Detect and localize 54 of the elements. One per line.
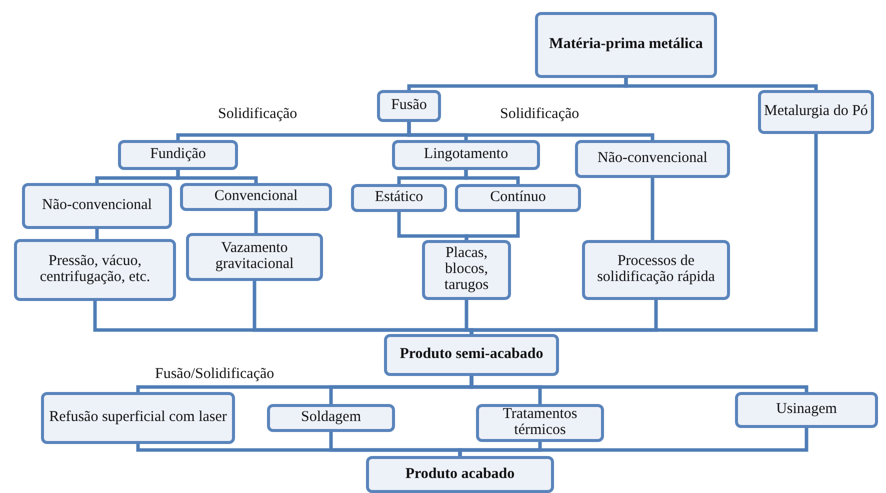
box-text: Usinagem: [776, 402, 837, 418]
box-text: Estático: [374, 190, 424, 206]
box-text: Metalurgia do Pó: [764, 104, 868, 120]
connector-line: [95, 229, 99, 239]
box-text: Fusão: [391, 98, 427, 114]
box-text: Vazamento gravitacional: [214, 241, 295, 273]
box-text: Não-convencional: [42, 198, 152, 214]
box-text: Pressão, vácuo, centrifugação, etc.: [38, 254, 152, 286]
connector-line: [176, 170, 258, 183]
box-text: Fundição: [150, 147, 206, 163]
process-box: [267, 404, 395, 432]
connector-line: [464, 212, 520, 240]
connector-line: [407, 122, 654, 140]
process-box: [422, 240, 511, 300]
box-text: Convencional: [214, 189, 298, 205]
connector-line: [650, 178, 654, 240]
process-box: [22, 183, 172, 229]
process-box: [377, 90, 441, 122]
process-box: [735, 392, 878, 428]
process-box: [575, 140, 730, 178]
process-box: [186, 233, 323, 281]
connector-line: [624, 78, 818, 90]
process-box: [14, 239, 176, 301]
process-box: [476, 404, 604, 442]
process-box: [351, 184, 447, 212]
process-box: [535, 12, 717, 78]
process-box: [366, 456, 554, 493]
connector-line: [254, 211, 258, 233]
box-text: Contínuo: [490, 190, 546, 206]
process-box: [180, 183, 332, 211]
process-box: [384, 334, 559, 376]
connector-line: [470, 376, 808, 392]
box-text: Tratamentos térmicos: [502, 407, 578, 439]
process-label: Fusão/Solidificação: [155, 366, 274, 383]
connector-line: [470, 134, 818, 335]
process-box: [118, 140, 238, 170]
process-label: Solidificação: [500, 106, 580, 123]
process-box: [758, 90, 874, 134]
process-box: [41, 392, 235, 444]
box-text: Não-convencional: [598, 151, 708, 167]
box-text: Refusão superficial com laser: [49, 410, 227, 426]
box-text: Placas, blocos, tarugos: [443, 246, 490, 294]
process-box: [392, 140, 540, 170]
box-text: Processos de solidificação rápida: [596, 254, 716, 286]
process-label: Solidificação: [218, 106, 298, 123]
box-text: Produto semi-acabado: [400, 347, 544, 363]
connector-line: [464, 170, 520, 184]
box-text: Soldagem: [301, 410, 361, 426]
process-box: [455, 184, 581, 212]
connector-line: [458, 428, 808, 456]
process-box: [582, 240, 730, 300]
box-text: Matéria-prima metálica: [549, 37, 703, 53]
box-text: Lingotamento: [424, 147, 508, 163]
box-text: Produto acabado: [405, 466, 515, 482]
